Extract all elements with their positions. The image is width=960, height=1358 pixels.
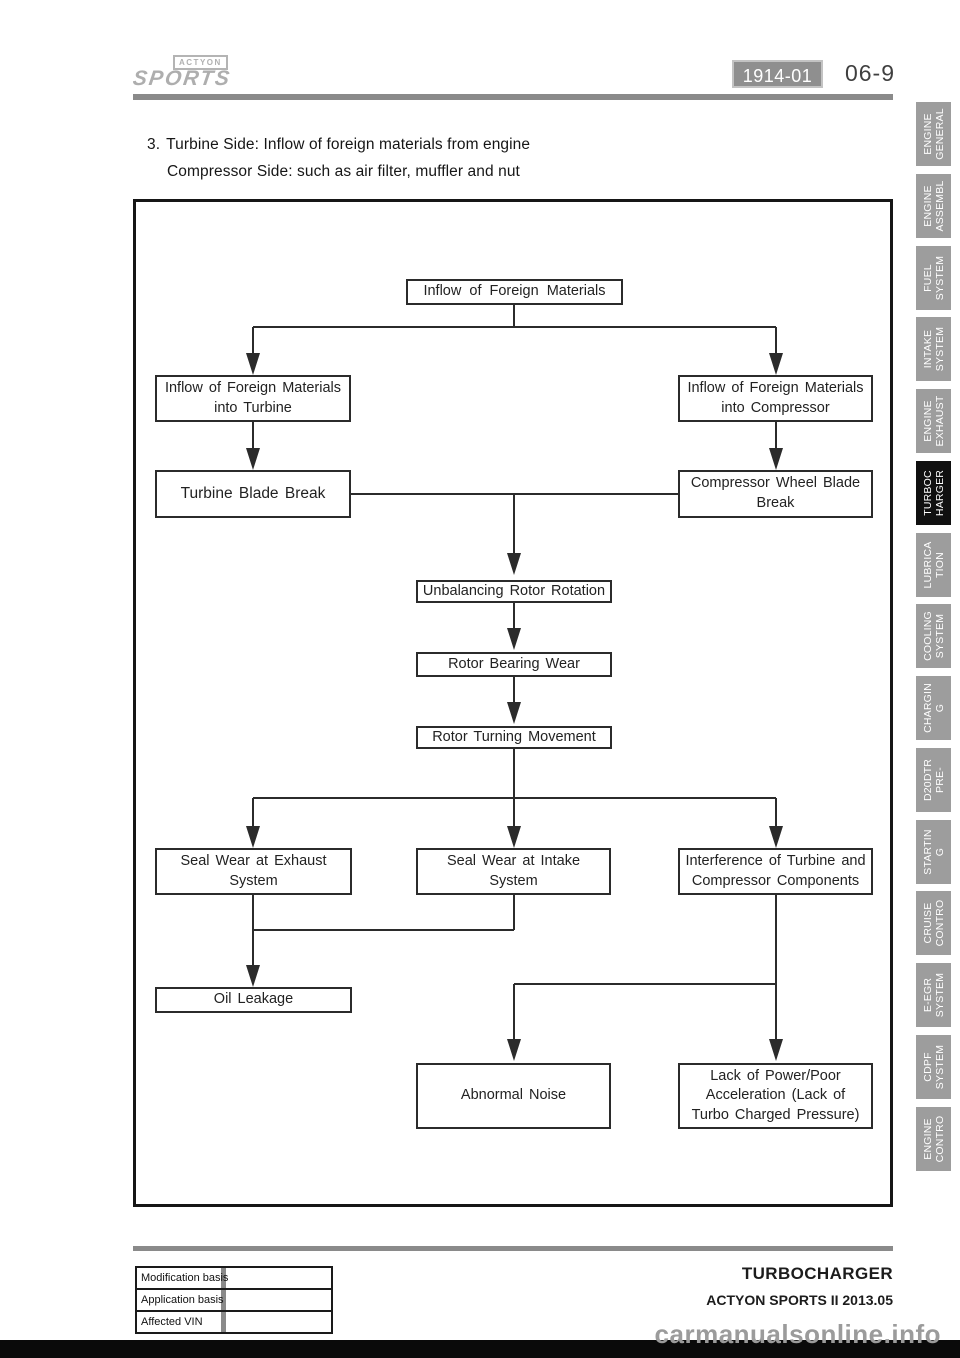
page-number: 06-9 [844, 60, 895, 86]
sidebar-tab-cruise-control[interactable]: CRUISE CONTRO [916, 891, 951, 955]
sidebar-tab-engine-general[interactable]: ENGINE GENERAL [916, 102, 951, 166]
sidebar-tab-e-egr-system[interactable]: E-EGR SYSTEM [916, 963, 951, 1027]
sidebar-tab-cdpf-system[interactable]: CDPF SYSTEM [916, 1035, 951, 1099]
sidebar-tab-label: CDPF SYSTEM [921, 1044, 946, 1090]
flow-node-abnormal-noise: Abnormal Noise [416, 1063, 611, 1129]
table-row: Modification basis [137, 1268, 331, 1290]
watermark: carmanualsonline.info [654, 1319, 941, 1349]
brand-logo: ACTYON SPORTS [131, 55, 263, 93]
table-row: Application basis [137, 1290, 331, 1312]
row-label-application-basis: Application basis [137, 1290, 226, 1310]
row-label-modification-basis: Modification basis [137, 1268, 228, 1288]
intro-item-number: 3. [147, 136, 161, 153]
sidebar-tab-label: TURBOC HARGER [921, 469, 946, 517]
model-edition: ACTYON SPORTS II 2013.05 [706, 1292, 893, 1308]
sidebar-tab-turbocharger[interactable]: TURBOC HARGER [916, 461, 951, 525]
brand-name: SPORTS [131, 67, 233, 90]
row-label-affected-vin: Affected VIN [137, 1312, 226, 1332]
flow-connectors [246, 305, 783, 1061]
row-value [226, 1268, 331, 1288]
flow-node-inflow-foreign-materials: Inflow of Foreign Materials [406, 279, 623, 305]
flow-node-compressor-wheel-blade-break: Compressor Wheel Blade Break [678, 470, 873, 518]
flow-node-lack-of-power: Lack of Power/Poor Acceleration (Lack of… [678, 1063, 873, 1129]
flow-node-seal-wear-intake: Seal Wear at Intake System [416, 848, 611, 895]
sidebar-tab-engine-exhaust[interactable]: ENGINE EXHAUST [916, 389, 951, 453]
sidebar-tab-label: E-EGR SYSTEM [921, 972, 946, 1018]
footer-rule [133, 1246, 893, 1251]
sidebar-tab-starting[interactable]: STARTIN G [916, 820, 951, 884]
flow-node-inflow-into-compressor: Inflow of Foreign Materials into Compres… [678, 375, 873, 422]
flow-node-oil-leakage: Oil Leakage [155, 987, 352, 1013]
flow-node-rotor-turning-movement: Rotor Turning Movement [416, 726, 612, 749]
sidebar-tab-label: ENGINE GENERAL [921, 108, 946, 160]
flow-node-seal-wear-exhaust: Seal Wear at Exhaust System [155, 848, 352, 895]
sidebar-tab-charging[interactable]: CHARGIN G [916, 676, 951, 740]
arrowheads [246, 353, 783, 1061]
flow-node-inflow-into-turbine: Inflow of Foreign Materials into Turbine [155, 375, 351, 422]
table-row: Affected VIN [137, 1312, 331, 1332]
flow-node-rotor-bearing-wear: Rotor Bearing Wear [416, 652, 612, 677]
intro-line-2: Compressor Side: such as air filter, muf… [167, 163, 520, 180]
bottom-bar [0, 1340, 960, 1358]
sidebar-tab-label: CHARGIN G [921, 683, 946, 733]
sidebar-tab-label: LUBRICA TION [921, 541, 946, 589]
row-value [226, 1312, 331, 1332]
sidebar-tab-label: COOLING SYSTEM [921, 611, 946, 661]
sidebar-tab-label: ENGINE ASSEMBL [921, 180, 946, 232]
sidebar-tab-label: INTAKE SYSTEM [921, 326, 946, 372]
sidebar-tab-label: ENGINE EXHAUST [921, 395, 946, 447]
sidebar-tab-label: STARTIN G [921, 829, 946, 875]
basis-table: Modification basis Application basis Aff… [135, 1266, 333, 1334]
flow-node-unbalancing-rotor-rotation: Unbalancing Rotor Rotation [416, 580, 612, 603]
sidebar-tab-d20dtr-pre[interactable]: D20DTR PRE- [916, 748, 951, 812]
sidebar-tab-lubrication[interactable]: LUBRICA TION [916, 533, 951, 597]
sidebar-tab-intake-system[interactable]: INTAKE SYSTEM [916, 317, 951, 381]
failure-flowchart: Inflow of Foreign Materials Inflow of Fo… [133, 199, 893, 1207]
header-rule [133, 94, 893, 100]
intro-text-1: Turbine Side: Inflow of foreign material… [166, 136, 531, 153]
sidebar-tab-fuel-system[interactable]: FUEL SYSTEM [916, 246, 951, 310]
sidebar-tab-label: D20DTR PRE- [921, 758, 946, 802]
brand-badge: ACTYON [173, 55, 228, 70]
sidebar-tab-label: CRUISE CONTRO [921, 899, 946, 947]
sidebar-tab-engine-assembly[interactable]: ENGINE ASSEMBL [916, 174, 951, 238]
flowchart-frame [133, 199, 893, 1207]
sidebar-tab-label: ENGINE CONTRO [921, 1115, 946, 1163]
sidebar-tab-engine-control[interactable]: ENGINE CONTRO [916, 1107, 951, 1171]
intro-line-1: 3. Turbine Side: Inflow of foreign materi… [147, 136, 530, 154]
flow-node-turbine-blade-break: Turbine Blade Break [155, 470, 351, 518]
section-code-badge: 1914-01 [732, 60, 823, 88]
flow-node-interference: Interference of Turbine and Compressor C… [678, 848, 873, 895]
chapter-title: TURBOCHARGER [741, 1264, 893, 1283]
sidebar-tab-cooling-system[interactable]: COOLING SYSTEM [916, 604, 951, 668]
row-value [226, 1290, 331, 1310]
sidebar-tab-label: FUEL SYSTEM [921, 255, 946, 301]
